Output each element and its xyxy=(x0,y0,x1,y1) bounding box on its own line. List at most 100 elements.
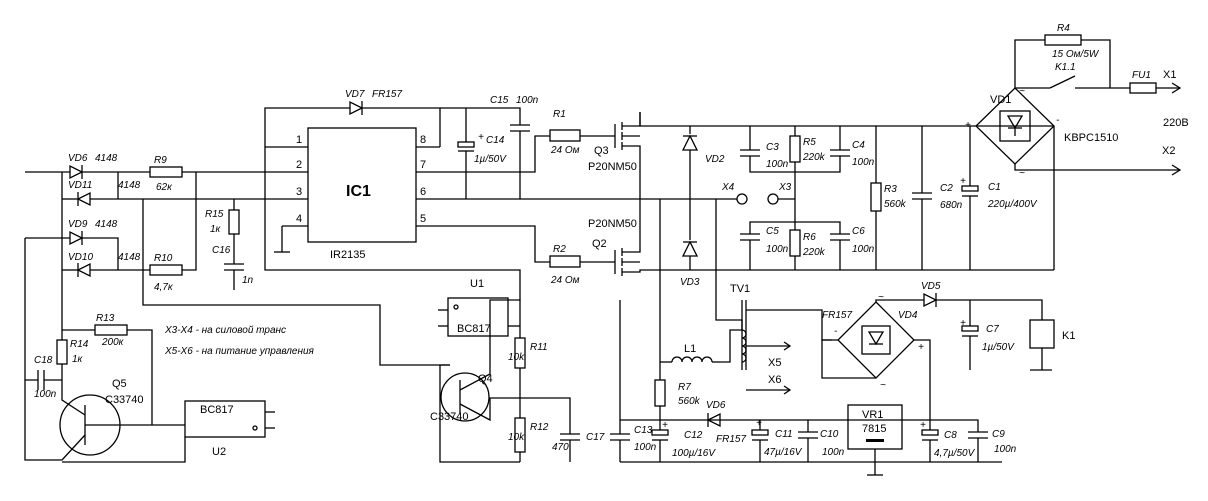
c13-ref: C13 xyxy=(634,425,653,436)
vd1-minus: - xyxy=(1056,115,1060,126)
pin1: 1 xyxy=(296,134,302,146)
vd2-vd3: VD2 VD3 xyxy=(680,126,725,288)
c1-value: 220µ/400V xyxy=(987,199,1038,210)
c3-ref: C3 xyxy=(766,142,779,153)
note-line-1: X3-X4 - на силовой транс xyxy=(164,325,286,336)
c5-value: 100n xyxy=(766,244,789,255)
vd6b-ref: VD6 xyxy=(706,400,726,411)
r2-value: 24 Ом xyxy=(550,275,580,286)
c14-plus: + xyxy=(478,132,484,143)
r5-value: 220k xyxy=(802,152,826,163)
c7-value: 1µ/50V xyxy=(982,342,1015,353)
q3-part: P20NM50 xyxy=(588,161,637,173)
x5-ref: X5 xyxy=(768,357,781,369)
c15-ref: C15 xyxy=(490,95,509,106)
q4-ref: Q4 xyxy=(478,373,493,385)
pin4: 4 xyxy=(296,213,302,225)
vd7-ref: VD7 xyxy=(345,89,365,100)
c14-value: 1µ/50V xyxy=(474,154,507,165)
r3-value: 560k xyxy=(884,199,907,210)
r6-ref: R6 xyxy=(803,232,816,243)
vd7-diode: VD7 FR157 xyxy=(264,89,441,147)
ic1: IC1 IR2135 1 2 3 4 8 7 6 5 xyxy=(265,127,700,261)
r9-value: 62к xyxy=(156,182,173,193)
c8-value: 4,7µ/50V xyxy=(934,448,976,459)
c9-value: 100n xyxy=(994,444,1017,455)
pin6: 6 xyxy=(420,186,426,198)
c18-ref: C18 xyxy=(34,355,53,366)
q5-part: C33740 xyxy=(105,394,144,406)
bridge2-tilde-top: ~ xyxy=(878,292,884,303)
x3-ref: X3 xyxy=(778,182,792,193)
r4-k11-fu1: R4 15 Ом/5W K1.1 FU1 X1 xyxy=(1014,23,1182,94)
tv1-l1-supply: TV1 X5 X6 L1 R7 560k VD6 FR157 C13 100n xyxy=(610,199,1017,476)
vd11-ref: VD11 xyxy=(68,180,92,191)
pin5: 5 xyxy=(420,213,426,225)
r12-value: 10k xyxy=(508,432,525,443)
c4-ref: C4 xyxy=(852,140,865,151)
c5-r6-c6: C5 100n R6 220k C6 100n xyxy=(740,199,875,270)
r14-value: 1к xyxy=(72,354,84,365)
r11-ref: R11 xyxy=(530,342,548,353)
bridge2-k1: FR157 ~ ~ - + VD4 VD5 + C7 1µ/50V K1 xyxy=(821,281,1075,420)
x2-ref: X2 xyxy=(1162,145,1175,157)
pin3: 3 xyxy=(296,186,302,198)
x6-ref: X6 xyxy=(768,374,781,386)
vd4-ref: VD4 xyxy=(898,310,918,321)
r15-value: 1к xyxy=(210,224,222,235)
r13-ref: R13 xyxy=(96,313,115,324)
x3-x4-terminals: X4 X3 xyxy=(700,182,795,330)
fu1-ref: FU1 xyxy=(1132,70,1151,81)
c5-ref: C5 xyxy=(766,226,779,237)
r1-ref: R1 xyxy=(553,109,566,120)
c17-ref: C17 xyxy=(586,432,605,443)
vd5-ref: VD5 xyxy=(921,281,941,292)
q5-section: R13 200к R14 1к C18 100n Q5 C33740 BC817… xyxy=(24,238,315,463)
vd10-ref: VD10 xyxy=(68,252,93,263)
x4-ref: X4 xyxy=(721,182,735,193)
c7-plus: + xyxy=(960,318,966,329)
vd6b-part: FR157 xyxy=(716,434,746,445)
c3-value: 100n xyxy=(766,159,789,170)
r7-value: 560k xyxy=(678,396,701,407)
r10-ref: R10 xyxy=(154,253,173,264)
vd1-part: KBPC1510 xyxy=(1064,132,1118,144)
r10-value: 4,7к xyxy=(154,282,174,293)
r13-value: 200к xyxy=(101,337,125,348)
c2-ref: C2 xyxy=(940,183,953,194)
bridge2-tilde-bot: ~ xyxy=(880,380,886,391)
q4-section: BC817 U1 R11 10k R12 10k C17 470 Q4 C337… xyxy=(430,278,605,463)
c4-value: 100n xyxy=(852,157,875,168)
c17-value: 470 xyxy=(552,442,569,453)
u1-ref: U1 xyxy=(470,278,484,290)
c12-ref: C12 xyxy=(684,430,703,441)
r2-q2: R2 24 Ом Q2 P20NM50 xyxy=(440,199,1054,286)
c2-value: 680n xyxy=(940,200,963,211)
r1-value: 24 Ом xyxy=(550,145,580,156)
q4-part: C33740 xyxy=(430,411,469,423)
c11-value: 47µ/16V xyxy=(764,447,803,458)
vd6a-part: 4148 xyxy=(95,153,118,164)
k1-ref: K1 xyxy=(1062,330,1075,342)
vd6a-ref: VD6 xyxy=(68,153,88,164)
r11-value: 10k xyxy=(508,352,525,363)
r3-ref: R3 xyxy=(884,184,897,195)
vd2-ref: VD2 xyxy=(705,154,725,165)
c14-ref: C14 xyxy=(486,135,505,146)
r6-value: 220k xyxy=(802,247,826,258)
c6-value: 100n xyxy=(852,244,875,255)
vd1-plus: + xyxy=(965,120,971,131)
r7-ref: R7 xyxy=(678,382,691,393)
x1-ref: X1 xyxy=(1163,69,1176,81)
mains-label: 220В xyxy=(1163,117,1189,129)
r4-value: 15 Ом/5W xyxy=(1052,49,1100,60)
vd3-ref: VD3 xyxy=(680,277,700,288)
r12-ref: R12 xyxy=(530,422,549,433)
vd10-part: 4148 xyxy=(118,252,141,263)
c10-ref: C10 xyxy=(820,429,839,440)
bridge2-plus: + xyxy=(918,342,924,353)
c11-ref: C11 xyxy=(775,429,793,440)
ic1-part: IR2135 xyxy=(330,249,365,261)
c12-plus: + xyxy=(662,420,668,431)
r14-ref: R14 xyxy=(70,339,89,350)
